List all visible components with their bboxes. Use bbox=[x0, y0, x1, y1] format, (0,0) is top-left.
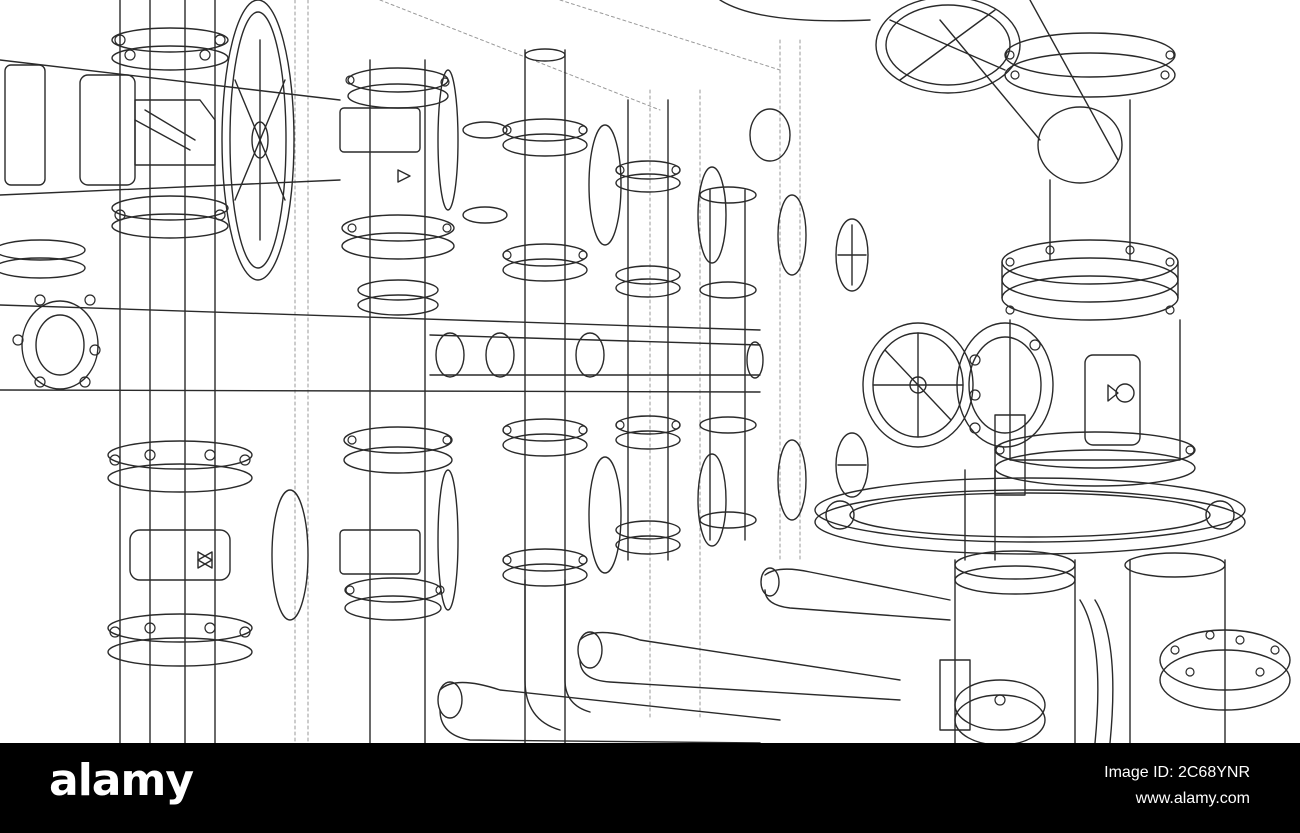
site-url-label: www.alamy.com bbox=[1135, 790, 1250, 807]
handwheel-icon bbox=[588, 124, 869, 574]
background-frame-lines bbox=[294, 0, 801, 743]
lower-right-assembly bbox=[939, 550, 1291, 743]
bolt-icon bbox=[12, 34, 251, 638]
upper-right-pipe bbox=[719, 0, 1176, 261]
right-main-valve bbox=[956, 239, 1196, 487]
left-horizontal-pipe bbox=[0, 59, 761, 393]
centre-horizontal-pipe bbox=[429, 332, 764, 379]
handwheel-icon bbox=[271, 69, 459, 621]
left-lower-valve-body bbox=[129, 529, 231, 581]
handwheel-icon bbox=[221, 0, 295, 281]
left-upper-valve-body bbox=[4, 64, 216, 186]
image-id-label: Image ID: 2C68YNR bbox=[1104, 764, 1250, 781]
middle-valve-stack bbox=[339, 59, 455, 743]
left-vertical-pipe bbox=[119, 0, 216, 743]
bolt-icon bbox=[345, 50, 1280, 706]
pipeline-illustration bbox=[0, 0, 1291, 743]
valve-symbol-icon bbox=[197, 551, 213, 569]
wireframe-pipeline-drawing bbox=[0, 0, 1291, 743]
handwheel-icon bbox=[862, 322, 974, 448]
lower-bent-pipes bbox=[437, 567, 951, 743]
brand-logo: alamy bbox=[49, 755, 194, 806]
valve-symbol-icon bbox=[1107, 384, 1119, 402]
watermark-footer-bar: alamy Image ID: 2C68YNR www.alamy.com bbox=[0, 743, 1300, 833]
handwheel-icon bbox=[875, 0, 1021, 94]
third-valve-stack bbox=[615, 99, 757, 561]
handwheel-icon bbox=[814, 414, 1246, 561]
flange-icon bbox=[0, 27, 253, 667]
